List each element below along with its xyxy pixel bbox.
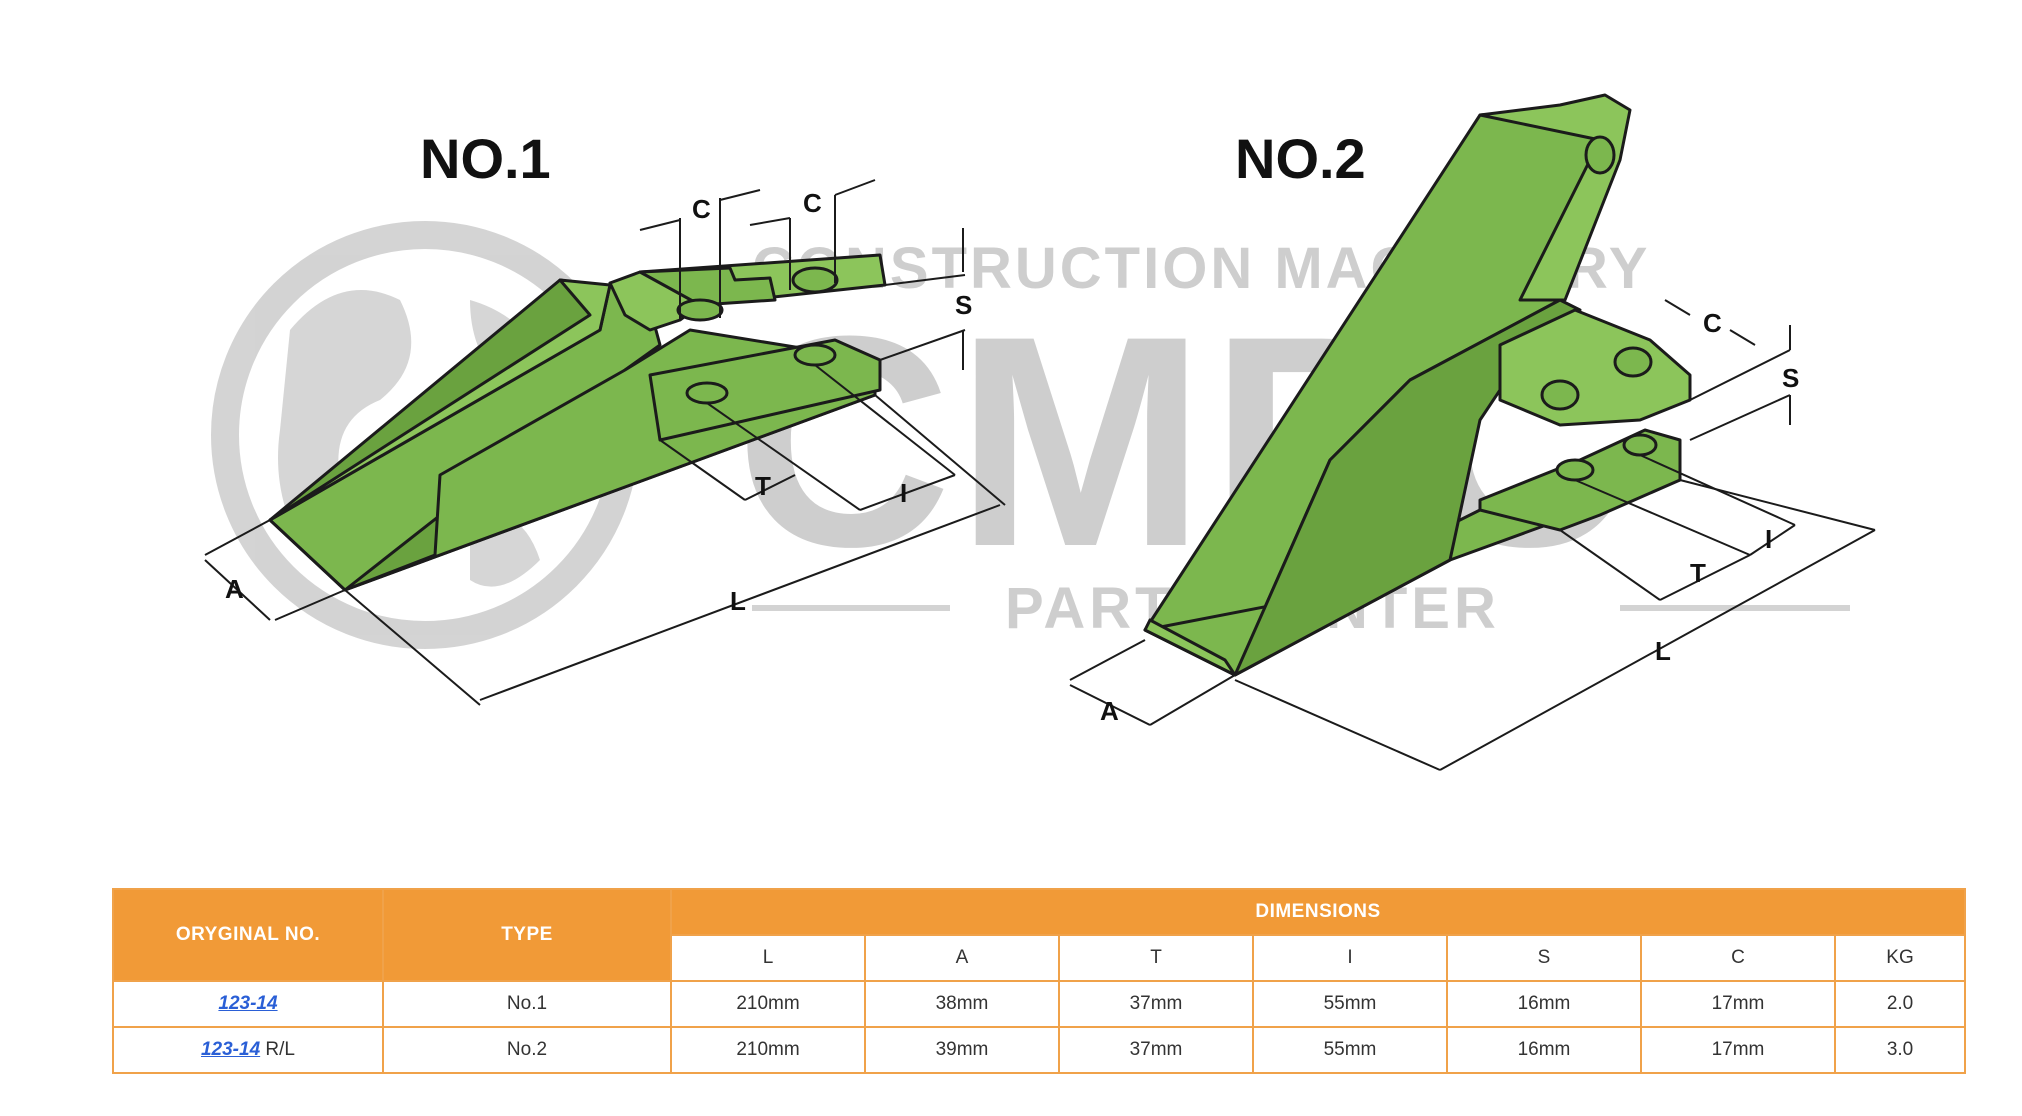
- cell-s: 16mm: [1446, 980, 1642, 1028]
- dim-letter-i-no1: I: [900, 478, 907, 508]
- header-original-no: ORYGINAL NO.: [112, 888, 384, 982]
- dim-letter-a-no2: A: [1100, 696, 1119, 726]
- dim-letter-s-no2: S: [1782, 363, 1799, 393]
- part-suffix: R/L: [260, 1039, 296, 1060]
- part-number-link[interactable]: 123-14: [200, 1039, 261, 1060]
- dim-letter-i-no2: I: [1765, 524, 1772, 554]
- dim-letter-c-no1-b: C: [803, 188, 822, 218]
- subheader-t: T: [1058, 934, 1254, 982]
- table-row: 123-14 R/L No.2 210mm 39mm 37mm 55mm 16m…: [112, 1026, 1967, 1074]
- header-type: TYPE: [382, 888, 672, 982]
- dim-letter-l-no1: L: [730, 586, 746, 616]
- cell-part-no: 123-14 R/L: [112, 1026, 384, 1074]
- part-number-link[interactable]: 123-14: [218, 993, 278, 1014]
- tooth-no2-drawing: C S A L T I: [1069, 93, 1876, 771]
- subheader-kg: KG: [1833, 934, 1967, 982]
- dim-letter-t-no1: T: [755, 471, 771, 501]
- subheader-i: I: [1252, 934, 1448, 982]
- dim-letter-s-no1: S: [955, 290, 972, 320]
- dim-letter-c-no1-a: C: [692, 194, 711, 224]
- cell-c: 17mm: [1640, 980, 1836, 1028]
- dim-letter-l-no2: L: [1655, 636, 1671, 666]
- cell-type: No.2: [382, 1026, 672, 1074]
- cell-i: 55mm: [1252, 980, 1448, 1028]
- cell-a: 38mm: [864, 980, 1060, 1028]
- cell-l: 210mm: [670, 980, 866, 1028]
- subheader-l: L: [670, 934, 866, 982]
- cell-l: 210mm: [670, 1026, 866, 1074]
- tooth-no1-drawing: C C S A L T I: [204, 179, 1006, 706]
- dim-letter-t-no2: T: [1690, 558, 1706, 588]
- figure-label-no2: NO.2: [1235, 127, 1366, 190]
- cell-c: 17mm: [1640, 1026, 1836, 1074]
- cell-s: 16mm: [1446, 1026, 1642, 1074]
- cell-kg: 2.0: [1833, 980, 1967, 1028]
- header-dimensions: DIMENSIONS: [669, 888, 1967, 936]
- dim-letter-c-no2: C: [1703, 308, 1722, 338]
- subheader-s: S: [1446, 934, 1642, 982]
- spec-table: ORYGINAL NO. TYPE DIMENSIONS L A T I S C…: [112, 888, 1967, 1074]
- cell-a: 39mm: [864, 1026, 1060, 1074]
- subheader-c: C: [1640, 934, 1836, 982]
- figure-label-no1: NO.1: [420, 127, 551, 190]
- dim-letter-a-no1: A: [225, 574, 244, 604]
- cell-type: No.1: [382, 980, 672, 1028]
- table-row: 123-14 No.1 210mm 38mm 37mm 55mm 16mm 17…: [112, 980, 1967, 1028]
- cell-i: 55mm: [1252, 1026, 1448, 1074]
- cell-t: 37mm: [1058, 980, 1254, 1028]
- cell-part-no: 123-14: [112, 980, 384, 1028]
- cell-kg: 3.0: [1833, 1026, 1967, 1074]
- product-diagram: CONSTRUCTION MACHINERY CMPC PARTS CENTER…: [204, 93, 1876, 771]
- cell-t: 37mm: [1058, 1026, 1254, 1074]
- subheader-a: A: [864, 934, 1060, 982]
